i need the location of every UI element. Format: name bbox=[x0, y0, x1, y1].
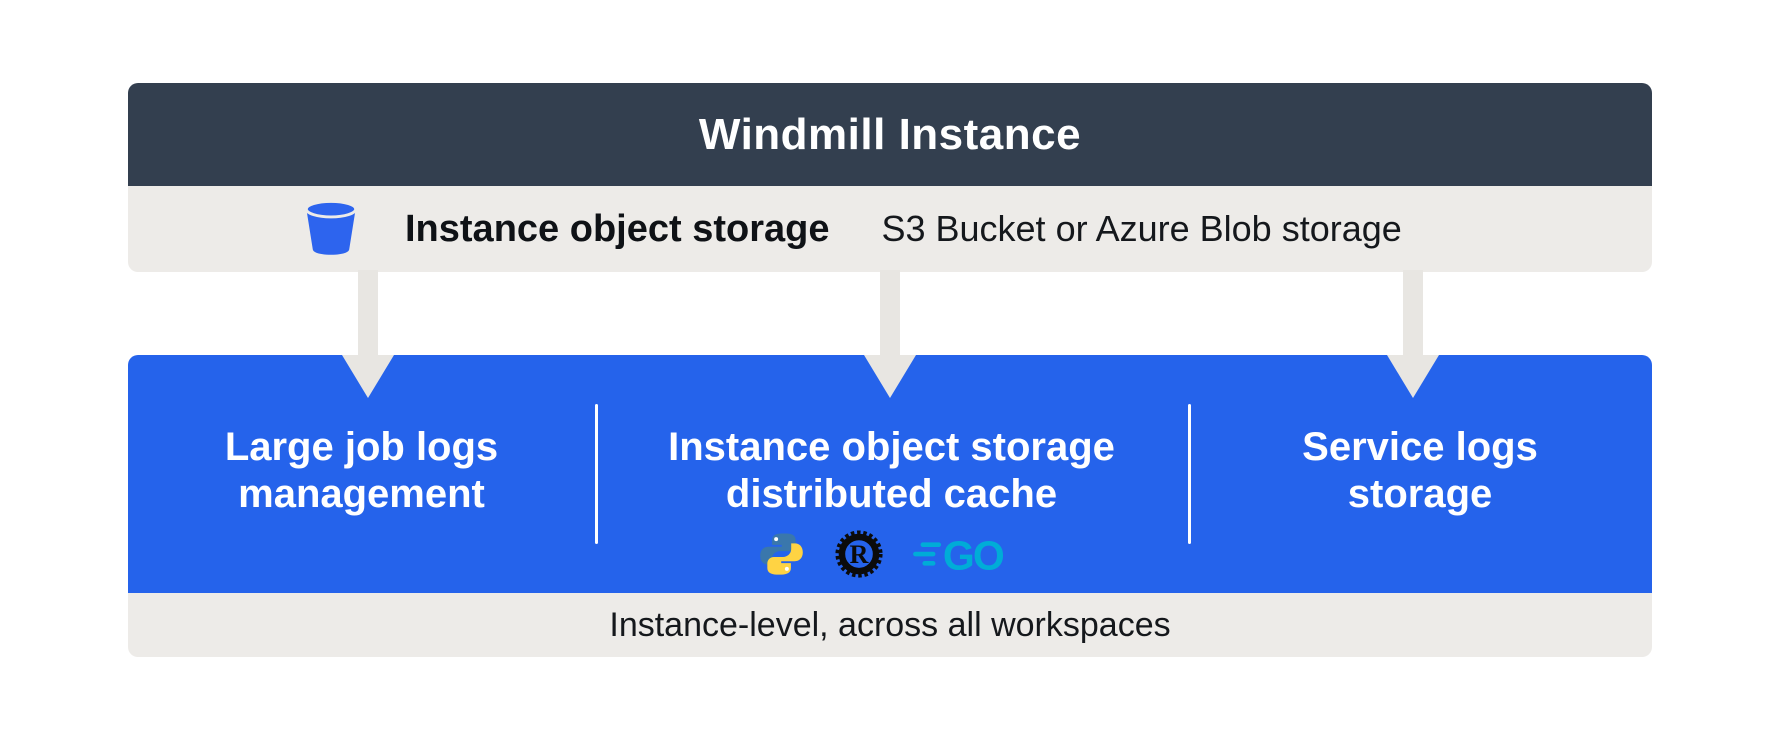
feature-title-line: storage bbox=[1347, 472, 1493, 516]
page-title: Windmill Instance bbox=[698, 109, 1082, 159]
column-divider bbox=[595, 404, 598, 544]
object-storage-bar: Instance object storage S3 Bucket or Azu… bbox=[128, 186, 1652, 272]
connector-arrow-right bbox=[1403, 270, 1423, 356]
connector-arrowhead-middle bbox=[864, 355, 916, 398]
feature-large-job-logs: Large job logs management bbox=[128, 424, 595, 518]
feature-title-line: Service logs bbox=[1302, 425, 1538, 469]
connector-arrowhead-left bbox=[342, 355, 394, 398]
bucket-icon bbox=[300, 198, 362, 260]
svg-text:R: R bbox=[850, 540, 869, 569]
feature-title-line: distributed cache bbox=[725, 472, 1058, 516]
instance-header: Windmill Instance bbox=[128, 83, 1652, 186]
features-card: Large job logs management Instance objec… bbox=[128, 355, 1652, 657]
column-divider bbox=[1188, 404, 1191, 544]
connector-arrow-middle bbox=[880, 270, 900, 356]
connector-arrow-left bbox=[358, 270, 378, 356]
feature-title-line: Large job logs bbox=[224, 425, 499, 469]
rust-icon: R bbox=[833, 528, 885, 585]
go-icon: GO bbox=[913, 532, 1025, 580]
feature-distributed-cache: Instance object storage distributed cach… bbox=[595, 424, 1188, 585]
object-storage-label: Instance object storage bbox=[405, 207, 830, 250]
python-icon bbox=[758, 528, 805, 585]
connector-arrowhead-right bbox=[1387, 355, 1439, 398]
feature-service-logs: Service logs storage bbox=[1188, 424, 1652, 518]
footer-label: Instance-level, across all workspaces bbox=[609, 605, 1171, 644]
instance-card: Windmill Instance Instance object storag… bbox=[128, 83, 1652, 272]
feature-title-line: Instance object storage bbox=[668, 425, 1115, 469]
object-storage-sublabel: S3 Bucket or Azure Blob storage bbox=[881, 208, 1402, 249]
language-icons-row: R GO bbox=[595, 528, 1188, 585]
svg-text:GO: GO bbox=[943, 534, 1004, 575]
footer-band: Instance-level, across all workspaces bbox=[128, 593, 1652, 657]
feature-title-line: management bbox=[238, 472, 485, 516]
